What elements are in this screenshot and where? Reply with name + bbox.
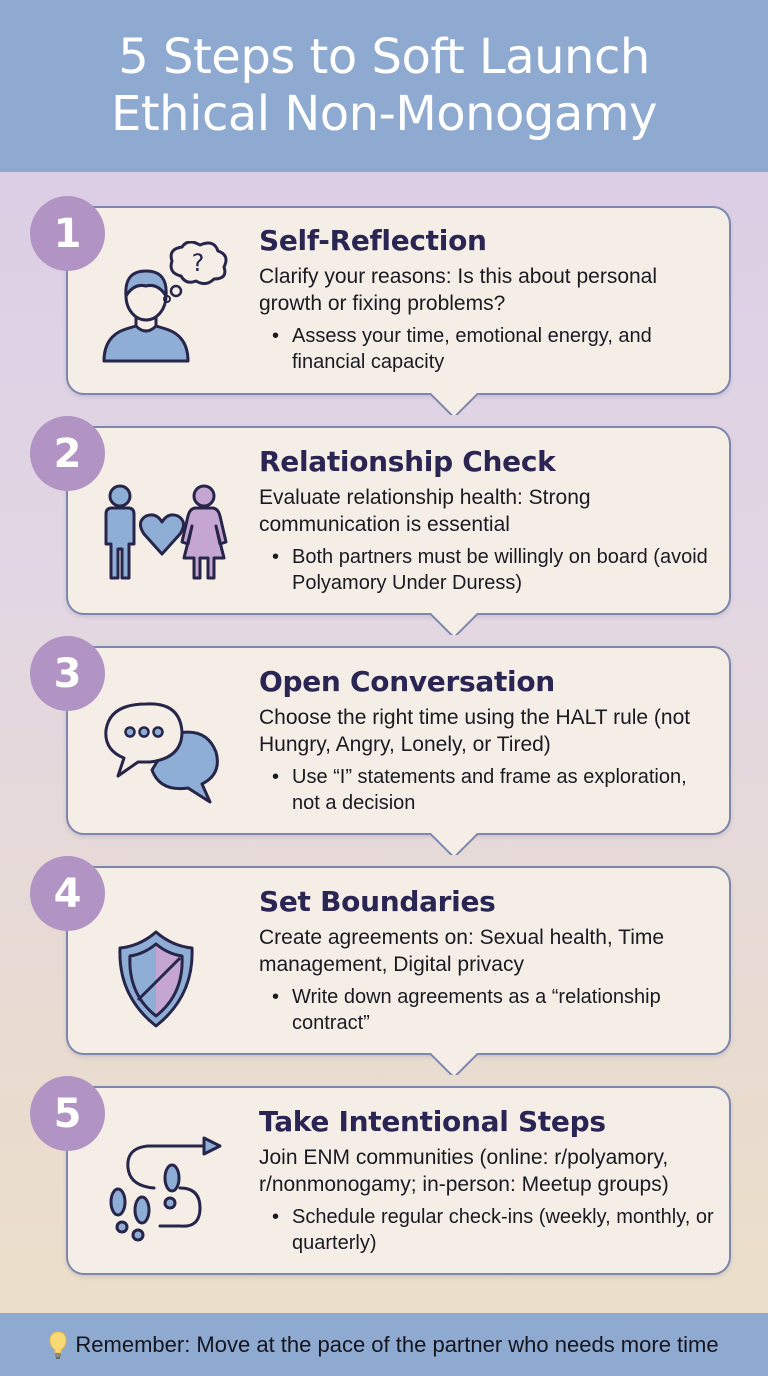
shield-icon [118, 930, 194, 1028]
step-bullet: • Both partners must be willingly on boa… [259, 544, 719, 596]
bullet-dot: • [272, 1206, 280, 1228]
bullet-text: Write down agreements as a “relationship… [292, 986, 661, 1034]
bullet-text: Use “I” statements and frame as explorat… [292, 766, 687, 814]
card-pointer [423, 833, 483, 855]
step-number-badge: 3 [30, 636, 105, 711]
bullet-text: Assess your time, emotional energy, and … [292, 325, 652, 373]
step-title: Open Conversation [259, 665, 555, 698]
step-title: Relationship Check [259, 445, 556, 478]
page-title: 5 Steps to Soft Launch Ethical Non-Monog… [111, 29, 657, 143]
lightbulb-icon [49, 1330, 67, 1359]
step-title: Take Intentional Steps [259, 1105, 606, 1138]
step-card [66, 206, 731, 395]
step-content: Take Intentional Steps Join ENM communit… [259, 1104, 719, 1256]
footer-banner: Remember: Move at the pace of the partne… [0, 1313, 768, 1376]
step-description: Choose the right time using the HALT rul… [259, 706, 691, 756]
step-number-badge: 2 [30, 416, 105, 491]
thinking-person-icon: ? [102, 241, 228, 363]
step-number-badge: 5 [30, 1076, 105, 1151]
step-description: Create agreements on: Sexual health, Tim… [259, 926, 665, 976]
step-bullet: • Use “I” statements and frame as explor… [259, 764, 719, 816]
bullet-text: Both partners must be willingly on board… [292, 546, 708, 594]
step-title: Self-Reflection [259, 224, 487, 257]
bullet-dot: • [272, 325, 280, 347]
step-number-badge: 1 [30, 196, 105, 271]
title-line-1: 5 Steps to Soft Launch [118, 29, 650, 85]
step-content: Open Conversation Choose the right time … [259, 664, 719, 816]
step-content: Set Boundaries Create agreements on: Sex… [259, 884, 719, 1036]
card-pointer [423, 1053, 483, 1075]
step-number-badge: 4 [30, 856, 105, 931]
speech-bubbles-icon [104, 702, 219, 804]
bullet-dot: • [272, 546, 280, 568]
step-bullet: • Write down agreements as a “relationsh… [259, 984, 719, 1036]
step-content: Relationship Check Evaluate relationship… [259, 444, 719, 596]
card-pointer [423, 393, 483, 415]
title-line-2: Ethical Non-Monogamy [111, 86, 657, 142]
svg-text:?: ? [192, 249, 205, 277]
footer-text: Remember: Move at the pace of the partne… [75, 1331, 719, 1357]
step-bullet: • Assess your time, emotional energy, an… [259, 323, 719, 375]
bullet-text: Schedule regular check-ins (weekly, mont… [292, 1206, 714, 1254]
footsteps-path-icon [109, 1136, 222, 1242]
step-description: Evaluate relationship health: Strong com… [259, 486, 591, 536]
couple-heart-icon [104, 484, 228, 580]
card-pointer [423, 613, 483, 635]
bullet-dot: • [272, 766, 280, 788]
step-description: Clarify your reasons: Is this about pers… [259, 265, 658, 315]
bullet-dot: • [272, 986, 280, 1008]
header-banner: 5 Steps to Soft Launch Ethical Non-Monog… [0, 0, 768, 172]
step-content: Self-Reflection Clarify your reasons: Is… [259, 223, 719, 375]
step-title: Set Boundaries [259, 885, 496, 918]
step-description: Join ENM communities (online: r/polyamor… [259, 1146, 669, 1196]
step-bullet: • Schedule regular check-ins (weekly, mo… [259, 1204, 719, 1256]
